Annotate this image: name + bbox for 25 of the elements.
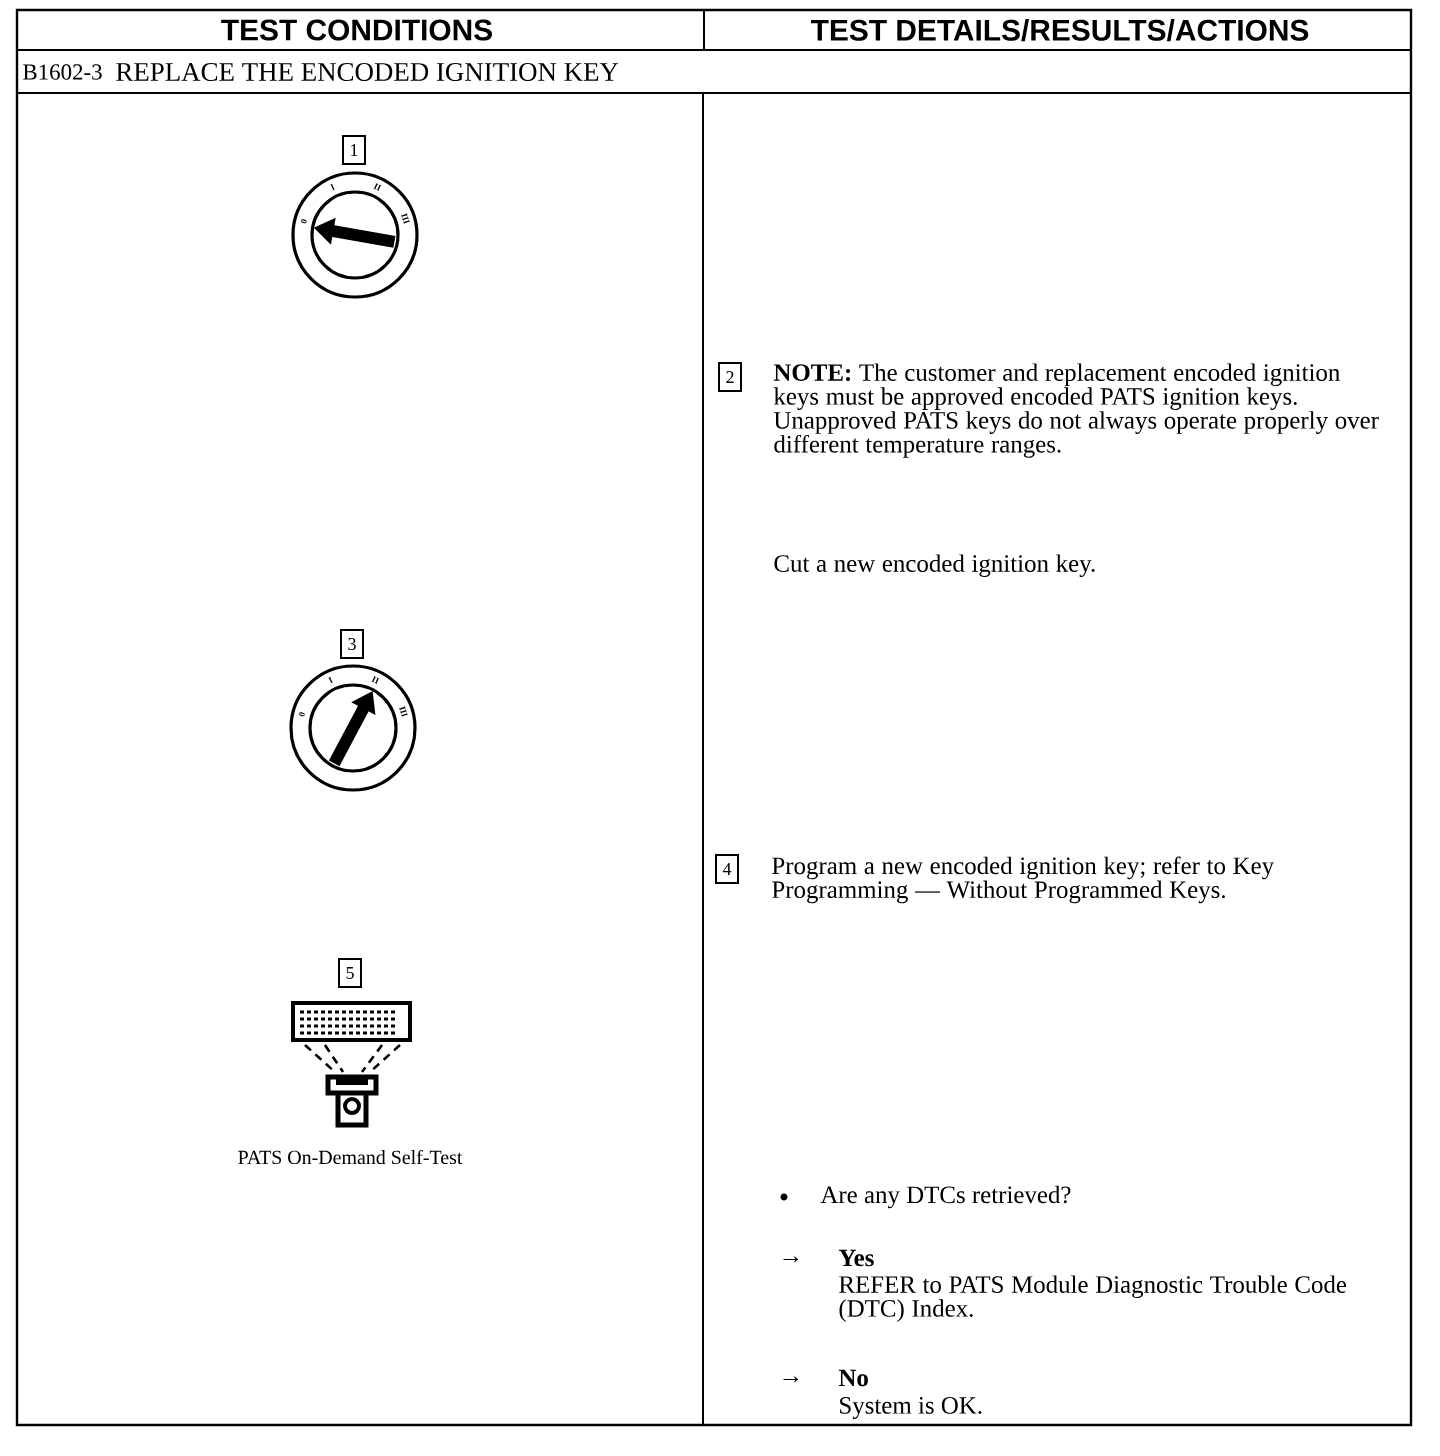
arrow-symbol: → xyxy=(783,1376,799,1383)
switch-position-marking: I xyxy=(330,183,336,191)
callout-box: 3 xyxy=(340,629,364,659)
callout-box: 4 xyxy=(715,854,739,884)
switch-position-marking: II xyxy=(371,676,380,684)
answer-label: Yes xyxy=(838,1249,874,1267)
callout-box: 1 xyxy=(342,135,366,165)
switch-position-marking: I xyxy=(328,676,334,684)
action-text: System is OK. xyxy=(840,1397,982,1419)
instruction-text: Cut a new encoded ignition key. xyxy=(774,554,1095,578)
switch-position-marking: III xyxy=(399,706,408,718)
column-header: TEST DETAILS/RESULTS/ACTIONS xyxy=(811,18,1309,42)
switch-position-marking: III xyxy=(401,213,410,225)
switch-position-marking: II xyxy=(373,183,382,191)
arrow-symbol: → xyxy=(783,1256,799,1263)
callout-box: 2 xyxy=(718,362,742,392)
step-code: B1602-3 xyxy=(23,64,102,80)
answer-label: No xyxy=(838,1369,868,1387)
switch-position-marking: 0 xyxy=(298,712,305,717)
switch-position-marking: 0 xyxy=(300,219,307,224)
callout-box: 5 xyxy=(338,958,362,988)
action-text: REFER to PATS Module Diagnostic Trouble Code (DTC) Index. xyxy=(839,1275,1347,1322)
figure-caption: PATS On-Demand Self-Test xyxy=(238,1149,463,1165)
question-text: Are any DTCs retrieved? xyxy=(820,1185,1071,1209)
step-title: REPLACE THE ENCODED IGNITION KEY xyxy=(116,62,619,82)
